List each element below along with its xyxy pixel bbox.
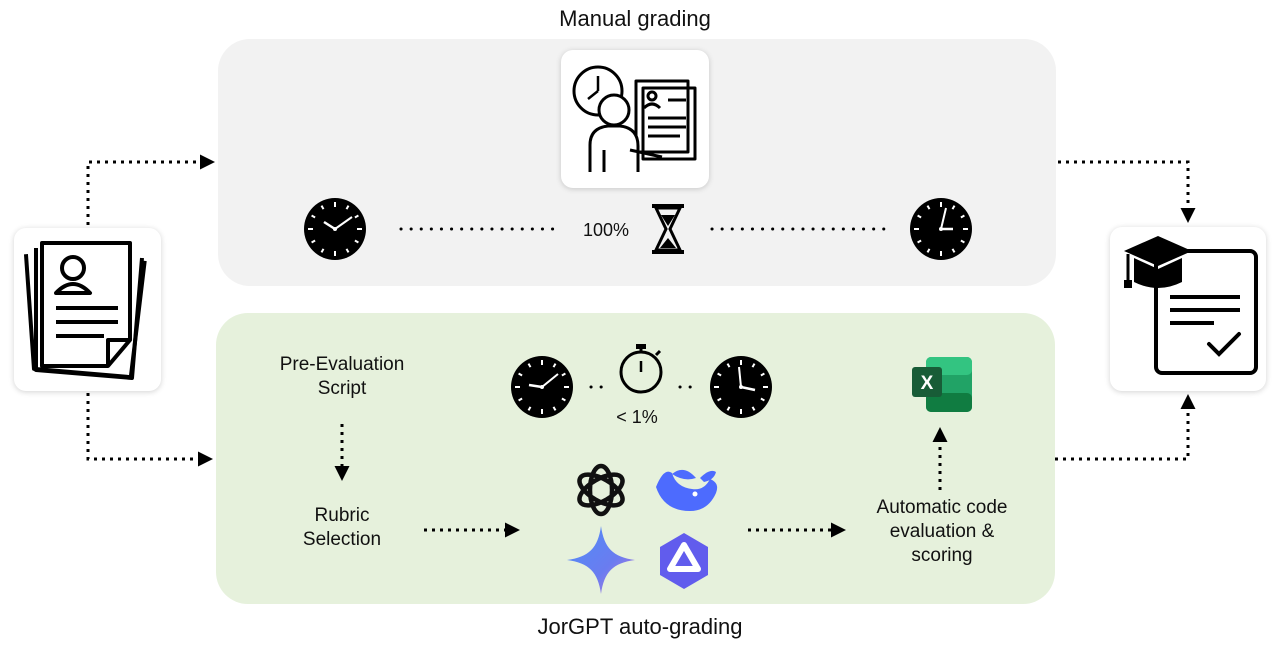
manual-grading-title: Manual grading xyxy=(559,6,711,31)
graded-certificate-icon xyxy=(1124,236,1258,375)
manual-time-label: 100% xyxy=(582,220,630,240)
svg-text:X: X xyxy=(921,373,934,394)
pre-evaluation-line-1: Pre-Evaluation xyxy=(279,354,405,375)
pre-evaluation-label: Pre-Evaluation Script xyxy=(262,353,422,401)
auto-clock-start-icon xyxy=(510,355,574,419)
auto-line-3: scoring xyxy=(911,545,973,566)
auto-line-1: Automatic code xyxy=(876,497,1008,518)
gemini-sparkle-icon xyxy=(567,526,635,594)
grader-at-desk-icon xyxy=(572,65,697,172)
rubric-line-1: Rubric xyxy=(314,505,370,526)
arrow-manual-to-output xyxy=(1058,160,1196,223)
auto-grading-panel xyxy=(216,313,1055,604)
pre-evaluation-line-2: Script xyxy=(317,378,367,399)
rubric-selection-label: Rubric Selection xyxy=(272,504,412,552)
auto-grading-title: JorGPT auto-grading xyxy=(537,614,743,639)
auto-line-2: evaluation & xyxy=(889,521,995,542)
openai-logo-icon xyxy=(577,463,625,517)
auto-time-label: < 1% xyxy=(616,407,658,427)
arrow-to-manual xyxy=(86,154,215,225)
auto-clock-end-icon xyxy=(709,355,773,419)
student-documents-icon xyxy=(23,241,147,380)
arrow-auto-to-output xyxy=(1055,394,1196,461)
excel-icon: X xyxy=(912,357,972,412)
rubric-line-2: Selection xyxy=(302,529,382,550)
hourglass-icon xyxy=(652,204,684,254)
qwen-logo-icon xyxy=(660,533,708,589)
stopwatch-icon xyxy=(619,344,663,394)
deepseek-whale-icon xyxy=(656,469,718,511)
clock-start-icon xyxy=(303,197,367,261)
connector-arrows xyxy=(86,154,1196,538)
automatic-scoring-label: Automatic code evaluation & scoring xyxy=(857,496,1027,568)
arrow-to-auto xyxy=(86,393,213,467)
clock-end-icon xyxy=(909,197,973,261)
